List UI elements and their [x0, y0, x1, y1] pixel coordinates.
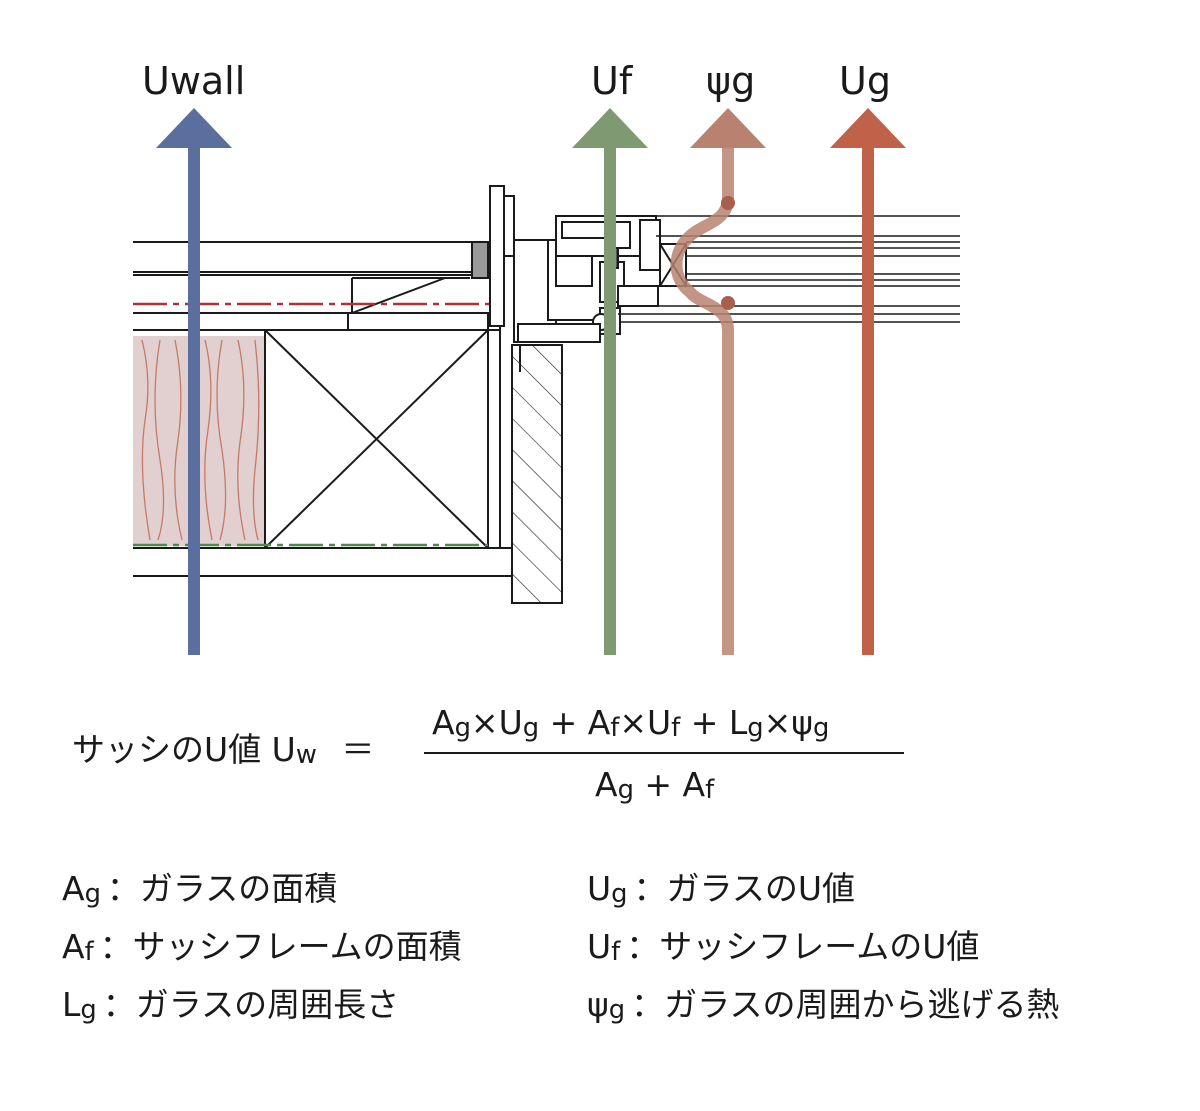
numerator-sub-0: g [454, 713, 471, 744]
definition-row: Uf：サッシフレームのU値 [587, 927, 980, 968]
uf-label: Uf [591, 59, 633, 103]
definition-symbol: U [587, 927, 612, 966]
definition-symbol-sub: g [611, 879, 628, 910]
psig-label: ψg [706, 59, 756, 103]
definition-symbol: A [62, 927, 85, 966]
definition-row: Ag：ガラスの面積 [62, 869, 338, 910]
denominator-term-1: + A [633, 765, 706, 804]
formula-equals: ＝ [341, 730, 375, 769]
definition-symbol-sub: f [611, 937, 621, 968]
definition-text: ：ガラスの面積 [106, 869, 338, 908]
numerator-term-0: A [432, 703, 455, 742]
denominator-term-0: A [595, 765, 618, 804]
fraction-bar [424, 752, 904, 754]
definition-symbol: L [62, 985, 81, 1024]
definition-symbol: A [62, 869, 85, 908]
psig-arrow-shaft [670, 146, 734, 655]
definition-text: ：ガラスの周囲から逃げる熱 [631, 985, 1060, 1024]
definition-symbol-sub: g [80, 995, 97, 1026]
numerator-term-1: ×U [470, 703, 523, 742]
uwall-label: Uwall [142, 59, 246, 103]
numerator-term-5: ×ψ [763, 703, 814, 742]
ug-arrow-head [830, 108, 906, 148]
numerator-term-3: ×U [619, 703, 672, 742]
definition-symbol-sub: g [84, 879, 101, 910]
hatched-block [511, 344, 563, 604]
numerator-sub-3: f [671, 713, 681, 744]
formula-denominator: Ag + Af [595, 765, 715, 806]
definition-row: ψg：ガラスの周囲から逃げる熱 [587, 985, 1060, 1026]
uwall-arrow-head [156, 108, 232, 148]
ug-label: Ug [839, 59, 891, 103]
formula-numerator: Ag×Ug + Af×Uf + Lg×ψg [432, 703, 830, 744]
definition-text: ：サッシフレームのU値 [626, 927, 980, 966]
window-section-diagram [133, 108, 960, 655]
definition-symbol: ψ [587, 985, 609, 1024]
numerator-sub-2: f [610, 713, 620, 744]
denominator-sub-0: g [617, 775, 634, 806]
definition-text: ：サッシフレームの面積 [99, 927, 462, 966]
definition-symbol-sub: f [84, 937, 94, 968]
numerator-sub-5: g [813, 713, 830, 744]
definition-row: Ug：ガラスのU値 [587, 869, 856, 910]
denominator-sub-1: f [705, 775, 715, 806]
uf-arrow-head [572, 108, 648, 148]
psig-arrow-head [690, 108, 766, 148]
formula-lhs-text: サッシのU値 U [72, 730, 296, 769]
psig-dot [721, 196, 735, 210]
definition-row: Lg：ガラスの周囲長さ [62, 985, 400, 1026]
formula-lhs: サッシのU値 Uw ＝ [72, 730, 375, 771]
definition-symbol: U [587, 869, 612, 908]
formula-lhs-sub: w [295, 740, 317, 771]
numerator-sub-4: g [747, 713, 764, 744]
definition-symbol-sub: g [608, 995, 626, 1026]
definition-text: ：ガラスのU値 [633, 869, 856, 908]
psig-dot [721, 296, 735, 310]
definition-row: Af：サッシフレームの面積 [62, 927, 462, 968]
numerator-term-2: + A [539, 703, 611, 742]
numerator-term-4: + L [680, 703, 748, 742]
stud-x-box [264, 329, 489, 549]
definition-text: ：ガラスの周囲長さ [102, 985, 400, 1024]
numerator-sub-1: g [522, 713, 540, 744]
